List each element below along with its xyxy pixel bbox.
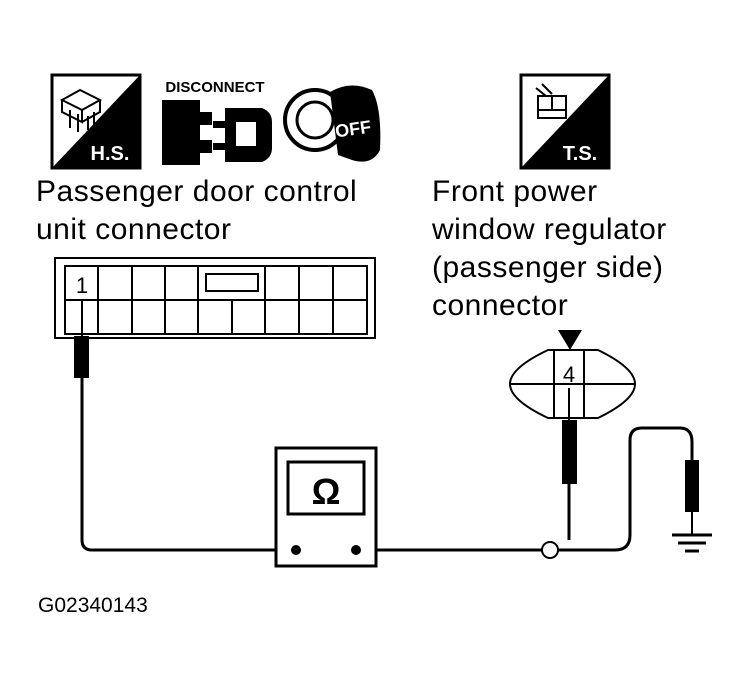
meter-terminal-right bbox=[351, 545, 361, 555]
probe-right bbox=[562, 388, 577, 484]
door-control-unit-connector: 1 bbox=[54, 257, 376, 339]
wiring bbox=[80, 378, 694, 552]
ts-label: T.S. bbox=[563, 143, 597, 165]
junction-point bbox=[541, 541, 559, 559]
hs-label: H.S. bbox=[91, 143, 130, 165]
figure-id: G02340143 bbox=[38, 594, 148, 617]
ground-probe bbox=[685, 460, 699, 535]
pin-4-label: 4 bbox=[563, 362, 575, 387]
right-connector-title-line2: window regulator bbox=[432, 213, 667, 246]
ohm-symbol: Ω bbox=[312, 471, 341, 512]
pin-1-label: 1 bbox=[76, 273, 88, 298]
harness-side-icon: H.S. bbox=[50, 73, 142, 170]
left-connector-title-line2: unit connector bbox=[36, 213, 232, 246]
ground-icon bbox=[672, 533, 712, 553]
right-connector-title-line1: Front power bbox=[432, 175, 598, 208]
ohmmeter: Ω bbox=[274, 446, 378, 568]
left-connector-title-line1: Passenger door control bbox=[36, 175, 358, 208]
disconnect-label: DISCONNECT bbox=[165, 79, 264, 96]
meter-terminal-left bbox=[291, 545, 301, 555]
terminal-side-icon: T.S. bbox=[519, 73, 611, 170]
off-label: OFF bbox=[334, 117, 372, 142]
probe-left bbox=[74, 300, 89, 378]
right-connector-title-line3: (passenger side) bbox=[432, 251, 664, 284]
window-regulator-connector: 4 bbox=[508, 330, 637, 419]
ignition-off-icon: OFF bbox=[283, 85, 381, 162]
disconnect-icon: DISCONNECT bbox=[162, 79, 272, 165]
right-connector-title-line4: connector bbox=[432, 289, 569, 322]
